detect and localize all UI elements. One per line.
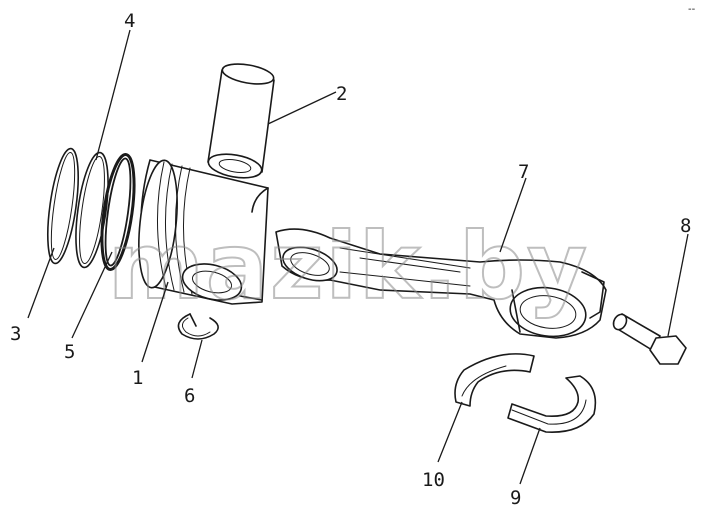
callout-8: 8	[680, 215, 691, 237]
piston-1	[138, 159, 269, 305]
callout-5: 5	[64, 341, 75, 363]
bearing-shell-10	[454, 353, 535, 407]
watermark-text: mazik.by	[108, 213, 589, 320]
bearing-shell-9	[507, 375, 597, 433]
callout-2: 2	[336, 83, 347, 105]
callout-9: 9	[510, 487, 521, 509]
callout-1: 1	[132, 367, 143, 389]
corner-mark: --	[688, 4, 696, 15]
callout-3: 3	[10, 323, 21, 345]
circlip-6	[177, 313, 219, 340]
callout-10: 10	[422, 469, 445, 491]
piston-pin-2	[207, 63, 275, 179]
piston-ring-3	[47, 147, 79, 265]
rod-bolt-8	[612, 313, 687, 365]
callout-4: 4	[124, 10, 135, 32]
oil-ring-5	[100, 153, 136, 271]
connecting-rod-7	[275, 228, 607, 339]
callout-6: 6	[184, 385, 195, 407]
piston-ring-4	[75, 151, 109, 269]
leader-lines	[27, 29, 689, 485]
callout-7: 7	[518, 161, 529, 183]
